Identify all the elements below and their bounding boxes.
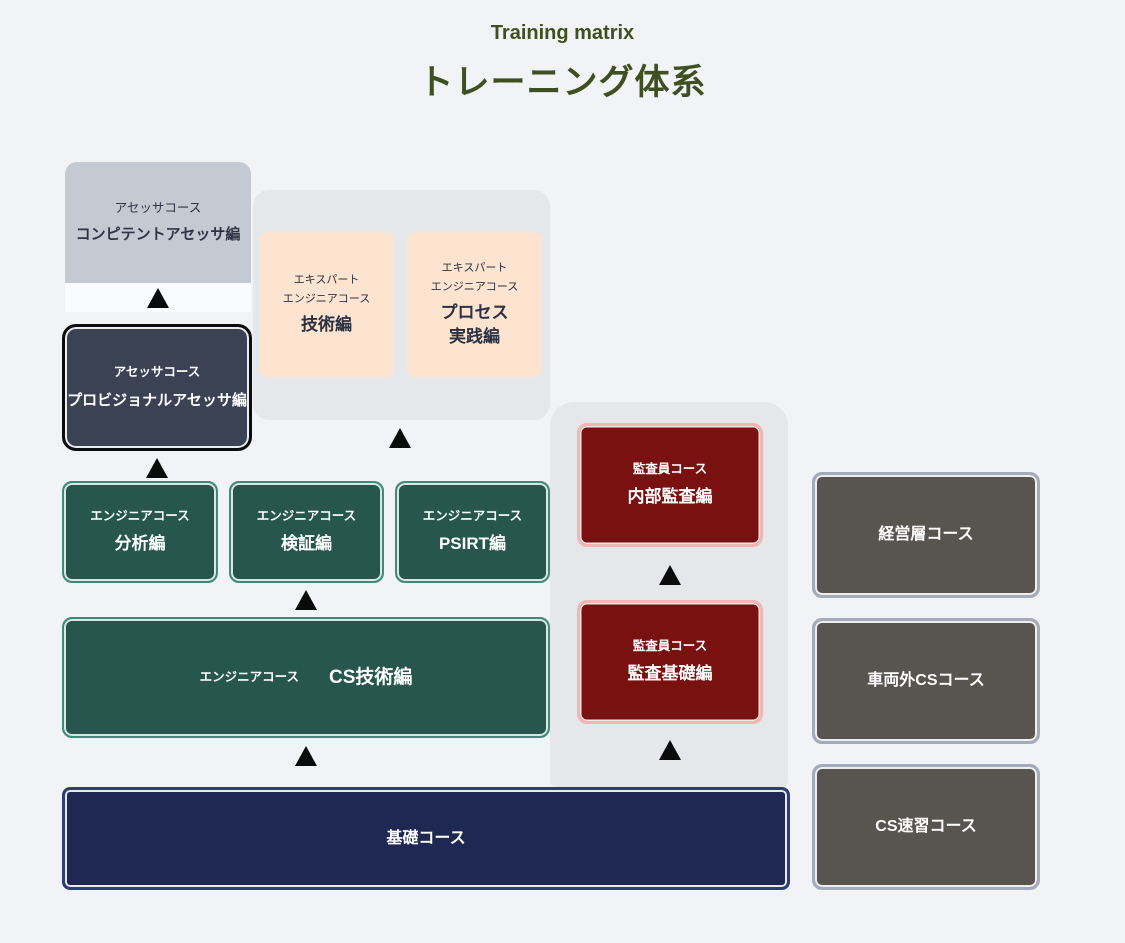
node-engineer-verification: エンジニアコース 検証編 [229,481,384,583]
course-name: 内部監査編 [627,487,713,507]
up-arrow-icon [389,428,411,448]
course-name: 技術編 [301,314,352,334]
course-name: 基礎コース [386,829,466,847]
course-label-line1: エキスパート [293,274,360,287]
assessor-connector-strip [65,283,251,312]
course-name: CS速習コース [875,818,977,836]
course-name: 車両外CSコース [867,672,985,690]
course-label: エンジニアコース [422,508,523,523]
course-name: プロビジョナルアセッサ編 [67,392,247,410]
up-arrow-icon [659,565,681,585]
course-label-line1: エキスパート [441,262,508,275]
up-arrow-icon [295,590,317,610]
node-management: 経営層コース [812,472,1040,598]
course-name: 経営層コース [878,526,974,544]
up-arrow-icon [659,740,681,760]
course-name: 検証編 [281,534,332,554]
course-label: アセッサコース [114,200,202,215]
node-engineer-psirt: エンジニアコース PSIRT編 [395,481,550,583]
node-engineer-cs-tech: エンジニアコース CS技術編 [62,617,550,738]
node-assessor-provisional: アセッサコース プロビジョナルアセッサ編 [62,324,252,451]
node-off-vehicle-cs: 車両外CSコース [812,618,1040,744]
node-expert-process: エキスパート エンジニアコース プロセス 実践編 [407,232,542,377]
up-arrow-icon [147,287,169,308]
course-label: エンジニアコース [199,669,299,684]
course-label: 監査員コース [632,461,708,476]
node-engineer-analysis: エンジニアコース 分析編 [62,481,218,583]
course-name: 監査基礎編 [627,664,713,684]
course-name: コンピテントアセッサ編 [75,226,241,244]
course-name: 分析編 [114,534,166,554]
diagram-subtitle: Training matrix [490,22,635,44]
node-assessor-competent: アセッサコース コンピテントアセッサ編 [65,162,251,283]
course-label: エンジニアコース [256,508,357,523]
node-auditor-internal: 監査員コース 内部監査編 [577,423,763,547]
course-name-line2: 実践編 [449,327,500,347]
course-label: 監査員コース [632,638,708,653]
course-name-line1: プロセス [440,302,509,322]
course-label: エンジニアコース [90,508,190,523]
up-arrow-icon [295,746,317,766]
node-auditor-basic: 監査員コース 監査基礎編 [577,600,763,724]
course-name: PSIRT編 [438,534,507,554]
diagram-title: トレーニング体系 [418,63,707,102]
course-name: CS技術編 [328,666,413,688]
course-label-line2: エンジニアコース [430,280,519,293]
up-arrow-icon [146,458,168,478]
node-cs-express: CS速習コース [812,764,1040,890]
node-foundation: 基礎コース [62,787,790,890]
course-label: アセッサコース [113,364,201,379]
node-expert-tech: エキスパート エンジニアコース 技術編 [259,232,394,377]
course-label-line2: エンジニアコース [282,293,371,306]
